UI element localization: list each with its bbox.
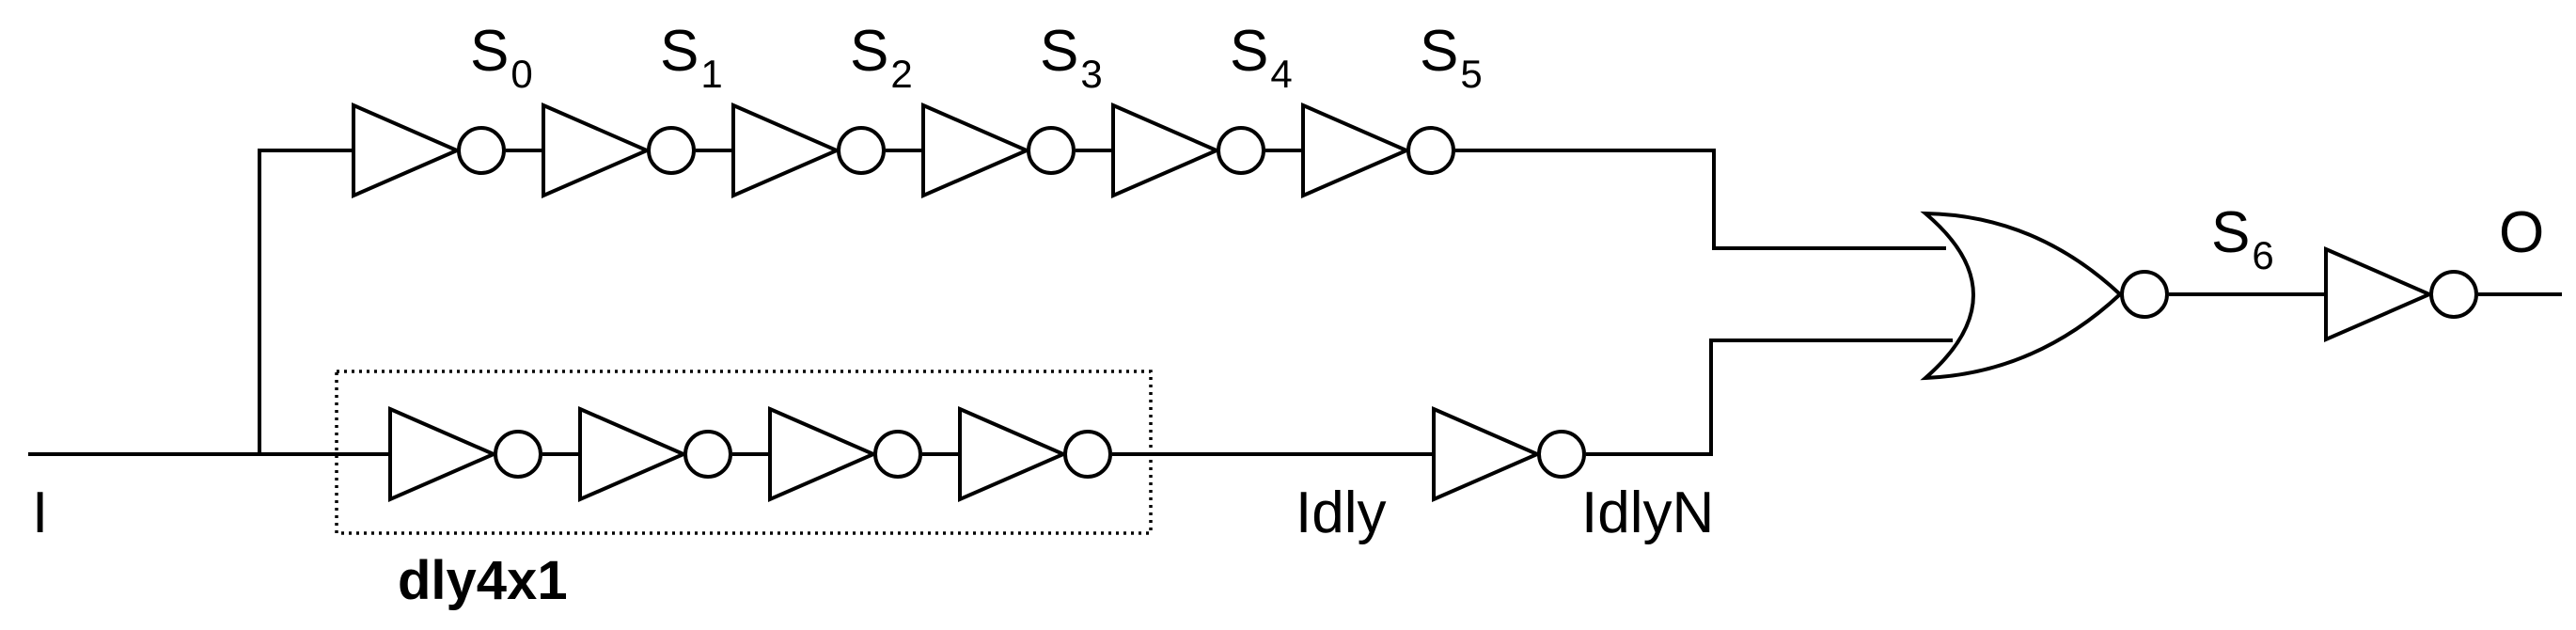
label-s0: S0 (470, 19, 533, 96)
delay-block (335, 370, 1153, 535)
wires (28, 149, 2562, 456)
inverter-bubble (1063, 430, 1112, 479)
inverter-dly-0 (388, 405, 542, 503)
label-s6: S6 (2211, 200, 2274, 277)
inverter-top-1 (542, 102, 696, 199)
inverter-top-2 (731, 102, 886, 199)
inverter-bubble (1217, 126, 1265, 175)
inverter-bubble (1027, 126, 1076, 175)
inverter-bubble (494, 430, 542, 479)
inverter-top-5 (1301, 102, 1455, 199)
wire-s5-to-nor (1455, 149, 1946, 250)
inverter-bubble (837, 126, 886, 175)
inverter-bubble (457, 126, 506, 175)
inverter-chain-top (352, 102, 1455, 199)
label-s5: S5 (1420, 19, 1483, 96)
delay-block-boundary (335, 370, 1153, 535)
label-idly: Idly (1296, 480, 1386, 545)
nor-gate (1920, 211, 2169, 381)
inverter-top-4 (1111, 102, 1265, 199)
inverter-dly-2 (768, 405, 922, 503)
inverter-bubble (647, 126, 696, 175)
label-output: O (2499, 200, 2544, 265)
inverter-dly-1 (578, 405, 732, 503)
wire-idlyn-to-nor (1586, 339, 1953, 456)
nor-gate-body (1920, 211, 2123, 381)
inverter-dly-3 (958, 405, 1112, 503)
inverter-bubble (1537, 430, 1586, 479)
inverter-output (2324, 245, 2478, 343)
label-s4: S4 (1230, 19, 1293, 96)
label-s1: S1 (660, 19, 723, 96)
wire-split-vertical (258, 149, 353, 454)
label-delay-block: dly4x1 (398, 550, 568, 611)
labels: I O Idly IdlyN dly4x1 S0 S1 S2 S3 S4 S5 … (32, 19, 2544, 611)
inverter-top-3 (921, 102, 1076, 199)
inverter-bubble (873, 430, 922, 479)
label-s3: S3 (1040, 19, 1103, 96)
inverter-idly (1432, 405, 1586, 503)
inverter-bubble (2429, 270, 2478, 319)
label-s2: S2 (850, 19, 913, 96)
inverter-top-0 (352, 102, 506, 199)
label-idlyn: IdlyN (1581, 480, 1714, 545)
inverter-bubble (683, 430, 732, 479)
inverter-bubble (1406, 126, 1455, 175)
nor-gate-bubble (2120, 270, 2169, 319)
label-input: I (32, 480, 48, 545)
